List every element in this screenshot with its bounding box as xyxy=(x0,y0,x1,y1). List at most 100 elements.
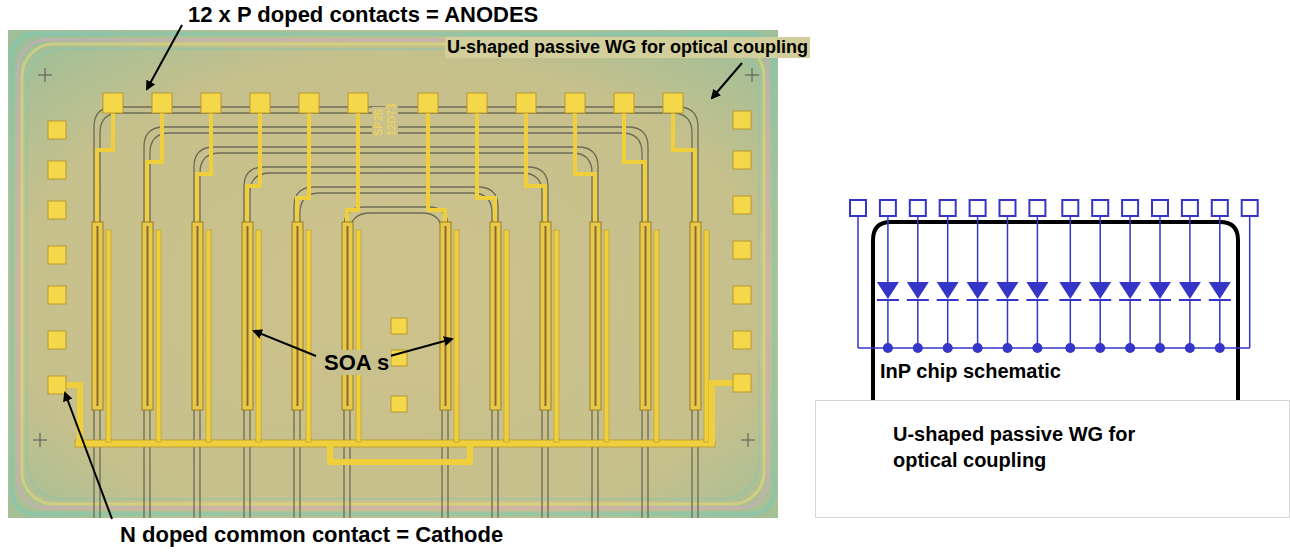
passive-waveguide xyxy=(194,147,598,518)
cathode-wire xyxy=(712,383,733,443)
wire xyxy=(857,216,859,348)
schematic-caption: InP chip schematic xyxy=(880,360,1061,383)
passive-waveguide xyxy=(250,173,542,518)
pad-symbol xyxy=(1062,200,1078,216)
alignment-mark xyxy=(33,433,47,447)
caption-box: U-shaped passive WG for optical coupling xyxy=(815,400,1290,518)
soa xyxy=(342,222,353,410)
anode-trace xyxy=(477,113,495,224)
leader-line xyxy=(390,339,452,356)
pad-symbol xyxy=(1242,200,1258,216)
pad-symbol xyxy=(1122,200,1138,216)
anode-pad xyxy=(516,93,536,113)
fringe xyxy=(18,40,768,508)
anode-pad xyxy=(299,93,319,113)
waveguide-outline xyxy=(873,222,1238,402)
passive-waveguide xyxy=(150,133,642,518)
cathode-finger xyxy=(554,230,559,442)
pad-symbol xyxy=(1092,200,1108,216)
soa-stripe xyxy=(197,226,199,406)
side-pad xyxy=(733,374,751,392)
fringe xyxy=(27,49,759,499)
pad-symbol xyxy=(1182,200,1198,216)
cathode-finger xyxy=(206,230,211,442)
cathode-bus xyxy=(75,440,715,447)
soa-stripe xyxy=(645,226,647,406)
anode-pad xyxy=(565,93,585,113)
diode-symbol xyxy=(1059,282,1081,299)
soa-stripe xyxy=(495,226,497,406)
chip-schematic xyxy=(850,200,1258,402)
passive-waveguide xyxy=(94,107,698,518)
wire xyxy=(1037,216,1039,282)
soa-stripe xyxy=(297,226,299,406)
test-pad xyxy=(391,396,407,412)
alignment-mark xyxy=(741,433,755,447)
soa xyxy=(690,222,701,410)
side-pad xyxy=(48,286,66,304)
pad-symbol xyxy=(970,200,986,216)
soa-stripe xyxy=(595,226,597,406)
alignment-mark xyxy=(745,68,759,82)
side-pad xyxy=(733,331,751,349)
anode-pad xyxy=(467,93,487,113)
wire xyxy=(1070,300,1072,348)
anode-pad xyxy=(103,93,123,113)
soa-stripe xyxy=(247,226,249,406)
wire xyxy=(1129,216,1131,282)
passive-waveguide xyxy=(300,193,492,518)
anode-trace xyxy=(428,113,445,224)
diode-symbol xyxy=(937,282,959,299)
pad-symbol xyxy=(1029,200,1045,216)
anode-pad xyxy=(348,93,368,113)
wire xyxy=(887,300,889,348)
passive-waveguide xyxy=(294,187,498,518)
cathode-finger xyxy=(704,230,709,442)
wire xyxy=(1037,300,1039,348)
diode-symbol xyxy=(1026,282,1048,299)
leader-line xyxy=(712,63,742,98)
cathode-finger xyxy=(356,230,361,442)
junction-dot xyxy=(1032,343,1042,353)
wire xyxy=(1159,216,1161,282)
soa xyxy=(440,222,451,410)
cathode-finger xyxy=(306,230,311,442)
chip-marking: SP26 xyxy=(372,107,385,138)
side-pad xyxy=(48,201,66,219)
callout-label: U-shaped passive WG for optical coupling xyxy=(445,37,810,58)
diode-symbol xyxy=(907,282,929,299)
soa xyxy=(540,222,551,410)
wire xyxy=(917,216,919,282)
callout-label: SOA s xyxy=(322,350,391,375)
anode-pad xyxy=(663,93,683,113)
soa-stripe xyxy=(695,226,697,406)
junction-dot xyxy=(1095,343,1105,353)
leader-line xyxy=(65,393,112,519)
leader-line xyxy=(254,331,316,356)
pad-symbol xyxy=(880,200,896,216)
soa xyxy=(142,222,153,410)
wire xyxy=(947,216,949,282)
junction-dot xyxy=(1065,343,1075,353)
side-pad xyxy=(733,151,751,169)
pad-symbol xyxy=(1152,200,1168,216)
pad-symbol xyxy=(940,200,956,216)
anode-pad xyxy=(201,93,221,113)
passive-waveguide xyxy=(144,127,648,518)
leader-lines xyxy=(65,25,742,519)
cathode-finger xyxy=(654,230,659,442)
wire xyxy=(1219,216,1221,282)
pad-symbol xyxy=(1000,200,1016,216)
anode-trace xyxy=(624,113,645,224)
diode-symbol xyxy=(997,282,1019,299)
pad-symbol xyxy=(850,200,866,216)
cathode-finger xyxy=(256,230,261,442)
soa xyxy=(590,222,601,410)
side-pad xyxy=(48,246,66,264)
diode-symbol xyxy=(1119,282,1141,299)
junction-dot xyxy=(943,343,953,353)
caption-text: U-shaped passive WG for optical coupling xyxy=(893,421,1183,473)
anode-pad xyxy=(614,93,634,113)
soa xyxy=(242,222,253,410)
side-pad xyxy=(48,161,66,179)
